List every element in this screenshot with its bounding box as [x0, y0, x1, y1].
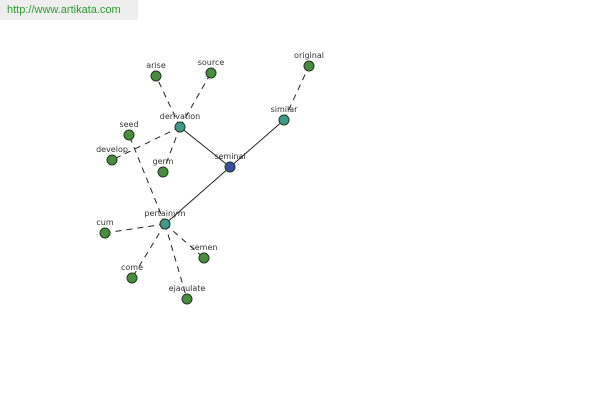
node-semen[interactable]: semen — [191, 243, 218, 264]
node-label-derivation: derivation — [160, 112, 200, 121]
node-circle-germ[interactable] — [157, 166, 169, 178]
node-similar[interactable]: similar — [271, 105, 299, 126]
node-arise[interactable]: arise — [146, 61, 166, 82]
node-circle-seed[interactable] — [123, 129, 135, 141]
node-label-ejaculate: ejaculate — [169, 284, 206, 293]
node-circle-original[interactable] — [303, 60, 315, 72]
node-label-source: source — [198, 58, 225, 67]
node-label-pertainym: pertainym — [144, 209, 185, 218]
site-url[interactable]: http://www.artikata.com — [0, 0, 138, 20]
node-develop[interactable]: develop — [96, 145, 128, 166]
node-label-semen: semen — [191, 243, 218, 252]
node-label-original: original — [294, 51, 324, 60]
node-circle-come[interactable] — [126, 272, 138, 284]
edge-similar-original — [283, 65, 310, 121]
node-ejaculate[interactable]: ejaculate — [169, 284, 206, 305]
node-pertainym[interactable]: pertainym — [144, 209, 186, 230]
node-germ[interactable]: germ — [153, 157, 174, 178]
edge-pertainym-seed — [128, 134, 166, 225]
node-circle-similar[interactable] — [278, 114, 290, 126]
node-circle-source[interactable] — [205, 67, 217, 79]
graph-edges — [104, 65, 310, 300]
node-label-germ: germ — [153, 157, 174, 166]
node-label-seed: seed — [119, 120, 138, 129]
node-circle-seminal[interactable] — [224, 161, 236, 173]
node-label-seminal: seminal — [214, 152, 245, 161]
edge-derivation-germ — [162, 126, 181, 173]
node-label-arise: arise — [146, 61, 166, 70]
node-circle-derivation[interactable] — [174, 121, 186, 133]
edge-pertainym-ejaculate — [164, 223, 188, 300]
node-come[interactable]: come — [121, 263, 143, 284]
node-circle-develop[interactable] — [106, 154, 118, 166]
node-circle-pertainym[interactable] — [159, 218, 171, 230]
edge-seminal-pertainym — [164, 166, 231, 225]
node-label-cum: cum — [96, 218, 113, 227]
node-cum[interactable]: cum — [96, 218, 114, 239]
edge-derivation-develop — [111, 126, 181, 161]
edge-seminal-derivation — [179, 126, 231, 168]
node-original[interactable]: original — [294, 51, 324, 72]
edge-seminal-similar — [229, 119, 285, 168]
edge-pertainym-semen — [164, 223, 205, 259]
node-seminal[interactable]: seminal — [214, 152, 246, 173]
node-label-develop: develop — [96, 145, 128, 154]
node-derivation[interactable]: derivation — [160, 112, 200, 133]
node-circle-cum[interactable] — [99, 227, 111, 239]
edge-pertainym-cum — [104, 223, 166, 234]
node-label-come: come — [121, 263, 143, 272]
node-circle-ejaculate[interactable] — [181, 293, 193, 305]
node-seed[interactable]: seed — [119, 120, 139, 141]
node-label-similar: similar — [271, 105, 299, 114]
edge-derivation-arise — [155, 75, 181, 128]
node-circle-semen[interactable] — [198, 252, 210, 264]
node-source[interactable]: source — [198, 58, 225, 79]
graph-nodes: seminal derivation pertainym similar origina… — [96, 51, 324, 305]
node-circle-arise[interactable] — [150, 70, 162, 82]
